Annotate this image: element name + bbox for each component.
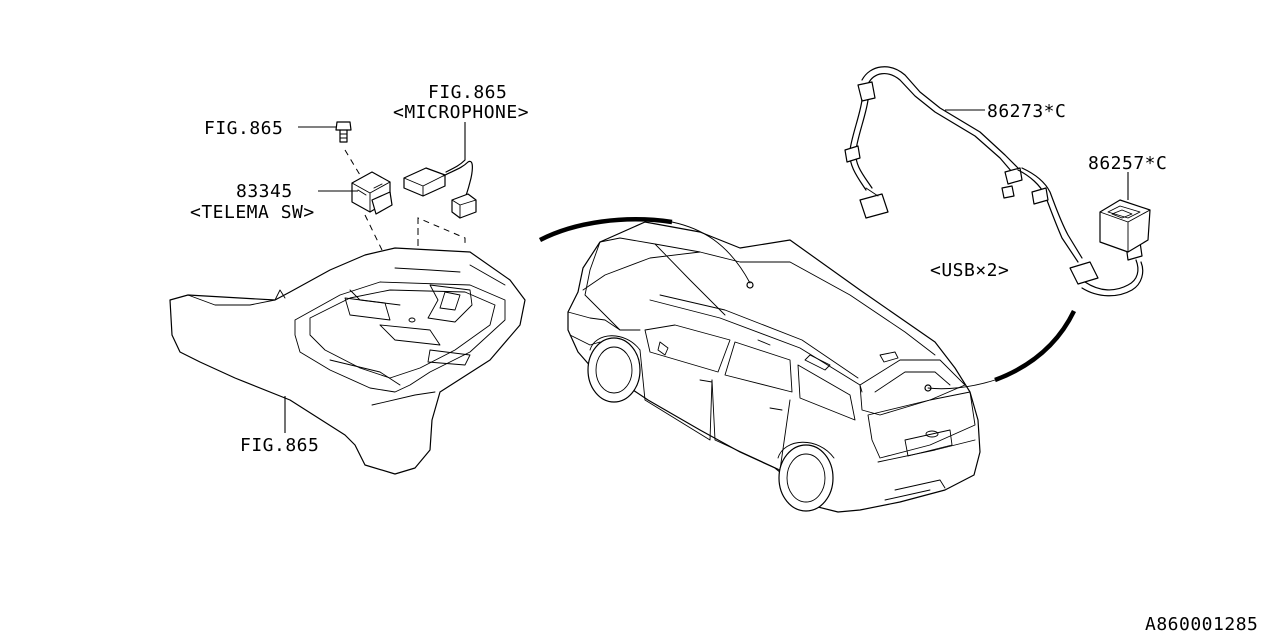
car-drawing <box>567 221 981 513</box>
callout-arc-console <box>538 217 673 243</box>
label-fig-bolt[interactable]: FIG.865 <box>204 118 283 139</box>
label-microphone: <MICROPHONE> <box>393 102 529 123</box>
label-fig-microphone[interactable]: FIG.865 <box>428 82 507 103</box>
overhead-console-drawing <box>169 247 526 475</box>
label-usb: <USB×2> <box>930 260 1009 281</box>
usb-socket-drawing <box>1099 199 1151 253</box>
assembly-line-mic <box>417 217 466 248</box>
microphone-drawing <box>403 159 477 219</box>
label-part-83345[interactable]: 83345 <box>236 181 293 202</box>
callout-arc-usb <box>994 310 1077 383</box>
label-part-86273[interactable]: 86273*C <box>987 101 1066 122</box>
telema-switch-drawing <box>351 171 393 215</box>
callout-line-usb <box>927 379 996 390</box>
assembly-line-switch-2 <box>364 214 383 251</box>
diagram-id: A860001285 <box>1145 614 1258 635</box>
callout-line-console <box>671 221 751 284</box>
label-telema-sw: <TELEMA SW> <box>190 202 315 223</box>
label-part-86257[interactable]: 86257*C <box>1088 153 1167 174</box>
assembly-line-switch <box>344 149 361 176</box>
label-fig-console[interactable]: FIG.865 <box>240 435 319 456</box>
bolt-drawing <box>335 121 352 143</box>
